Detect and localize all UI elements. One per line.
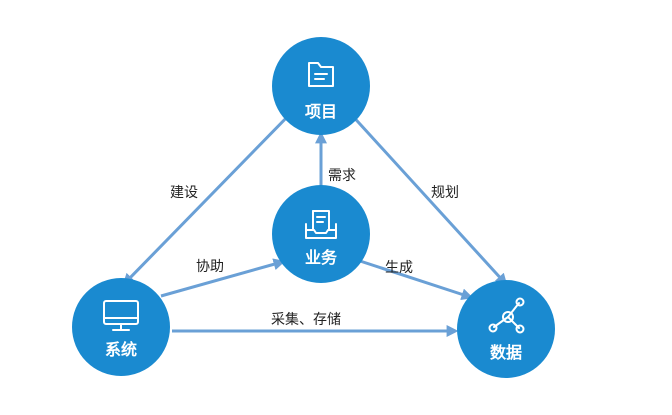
document-icon (308, 62, 334, 87)
node-system-label: 系统 (105, 340, 137, 359)
edge-label-guihua: 规划 (431, 185, 459, 201)
share-network-icon (488, 297, 525, 334)
edge-business-to-data (359, 259, 474, 301)
edge-label-jianshe: 建设 (170, 185, 198, 201)
monitor-icon (103, 300, 139, 331)
edge-labels: 建设 需求 规划 协助 生成 采集、存储 (170, 168, 459, 328)
inbox-document-icon (305, 210, 337, 239)
edge-label-caiji-cunchu: 采集、存储 (271, 311, 341, 328)
edges (122, 110, 508, 337)
node-data-label: 数据 (490, 343, 522, 362)
edge-label-shengcheng: 生成 (385, 260, 413, 276)
edge-label-xiezhu: 协助 (196, 259, 224, 275)
edge-project-to-data (347, 110, 508, 286)
node-project-label: 项目 (305, 102, 337, 121)
edge-label-xuqiu: 需求 (328, 168, 356, 184)
edge-system-to-business (160, 258, 286, 298)
node-system[interactable]: 系统 (72, 278, 170, 376)
edge-project-to-system (122, 110, 294, 286)
node-data-circle (457, 280, 555, 378)
node-project[interactable]: 项目 (272, 37, 370, 135)
node-business[interactable]: 业务 (272, 185, 370, 283)
node-data[interactable]: 数据 (457, 280, 555, 378)
node-business-label: 业务 (305, 248, 338, 267)
